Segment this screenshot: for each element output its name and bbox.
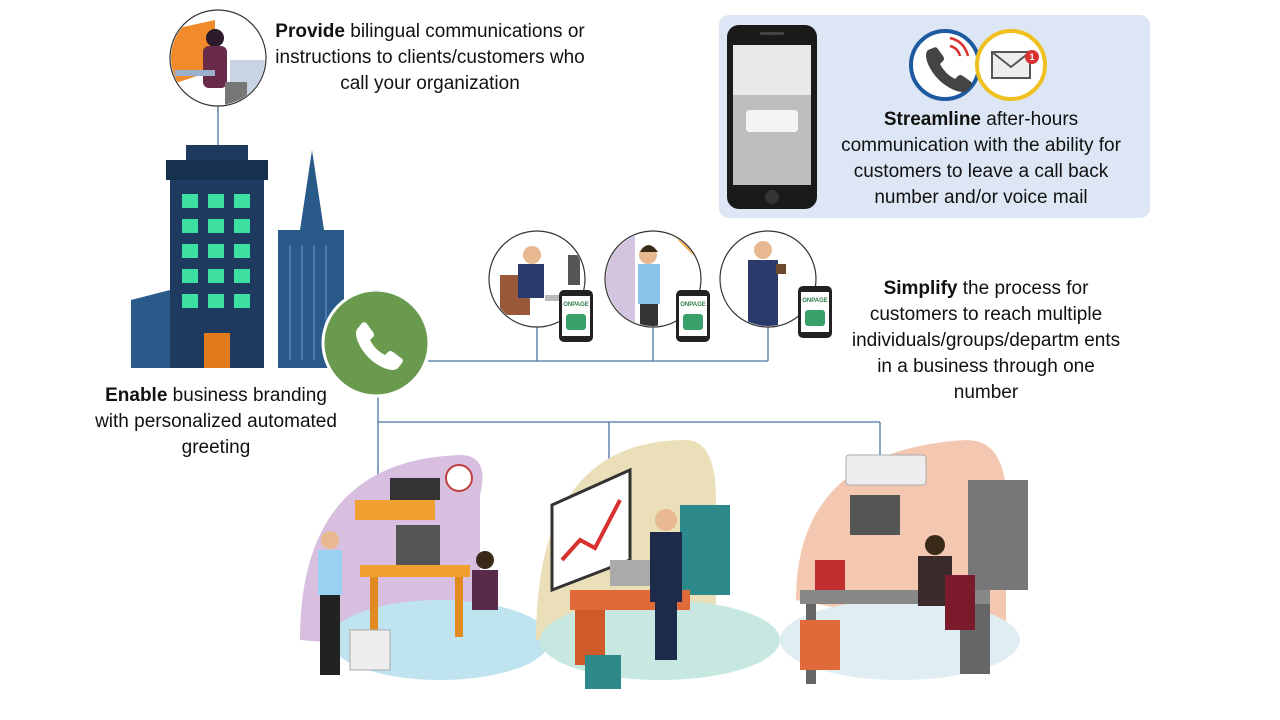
routing-caption: Simplify the process for customers to re…: [846, 276, 1126, 406]
branding-caption: Enable business branding with personaliz…: [86, 383, 346, 461]
mail-badge: [1025, 50, 1039, 64]
department-scene-3: [780, 440, 1028, 684]
staff-avatar-3: [719, 230, 817, 328]
after-hours-caption: Streamline after-hours communication wit…: [836, 107, 1126, 211]
building-illustration: [131, 145, 344, 368]
branding-caption-bold: Enable: [105, 385, 168, 406]
mobile-brand-label-2: ONPAGE: [680, 302, 706, 308]
mobile-brand-label-3: ONPAGE: [802, 298, 828, 304]
routing-caption-text: the process for customers to reach multi…: [851, 278, 1121, 403]
phone-icon: [321, 288, 431, 398]
mobile-app-icon-3: ONPAGE: [798, 286, 832, 338]
smartphone-voicemail-screen: [727, 25, 817, 209]
mobile-app-icon-1: ONPAGE: [559, 290, 593, 342]
building-door: [204, 333, 230, 368]
after-hours-caption-bold: Streamline: [883, 109, 981, 130]
department-scene-1: [300, 455, 550, 680]
department-scene-2: [536, 440, 780, 689]
bilingual-agent-avatar: [169, 9, 267, 107]
bilingual-caption-text: bilingual communications or instructions…: [275, 21, 585, 94]
after-hours-caption-text: after-hours communication with the abili…: [841, 109, 1121, 208]
routing-caption-bold: Simplify: [883, 278, 958, 299]
bilingual-caption-bold: Provide: [275, 21, 345, 42]
bilingual-caption: Provide bilingual communications or inst…: [270, 19, 590, 97]
connector-lines: [217, 105, 881, 480]
mail-badge-count: 1: [1029, 52, 1034, 62]
call-icon: [909, 29, 981, 101]
mail-icon: 1: [975, 29, 1047, 101]
building-windows: [182, 194, 250, 308]
mobile-brand-label-1: ONPAGE: [563, 302, 589, 308]
branding-caption-text: business branding with personalized auto…: [95, 385, 337, 458]
mobile-app-icon-2: ONPAGE: [676, 290, 710, 342]
